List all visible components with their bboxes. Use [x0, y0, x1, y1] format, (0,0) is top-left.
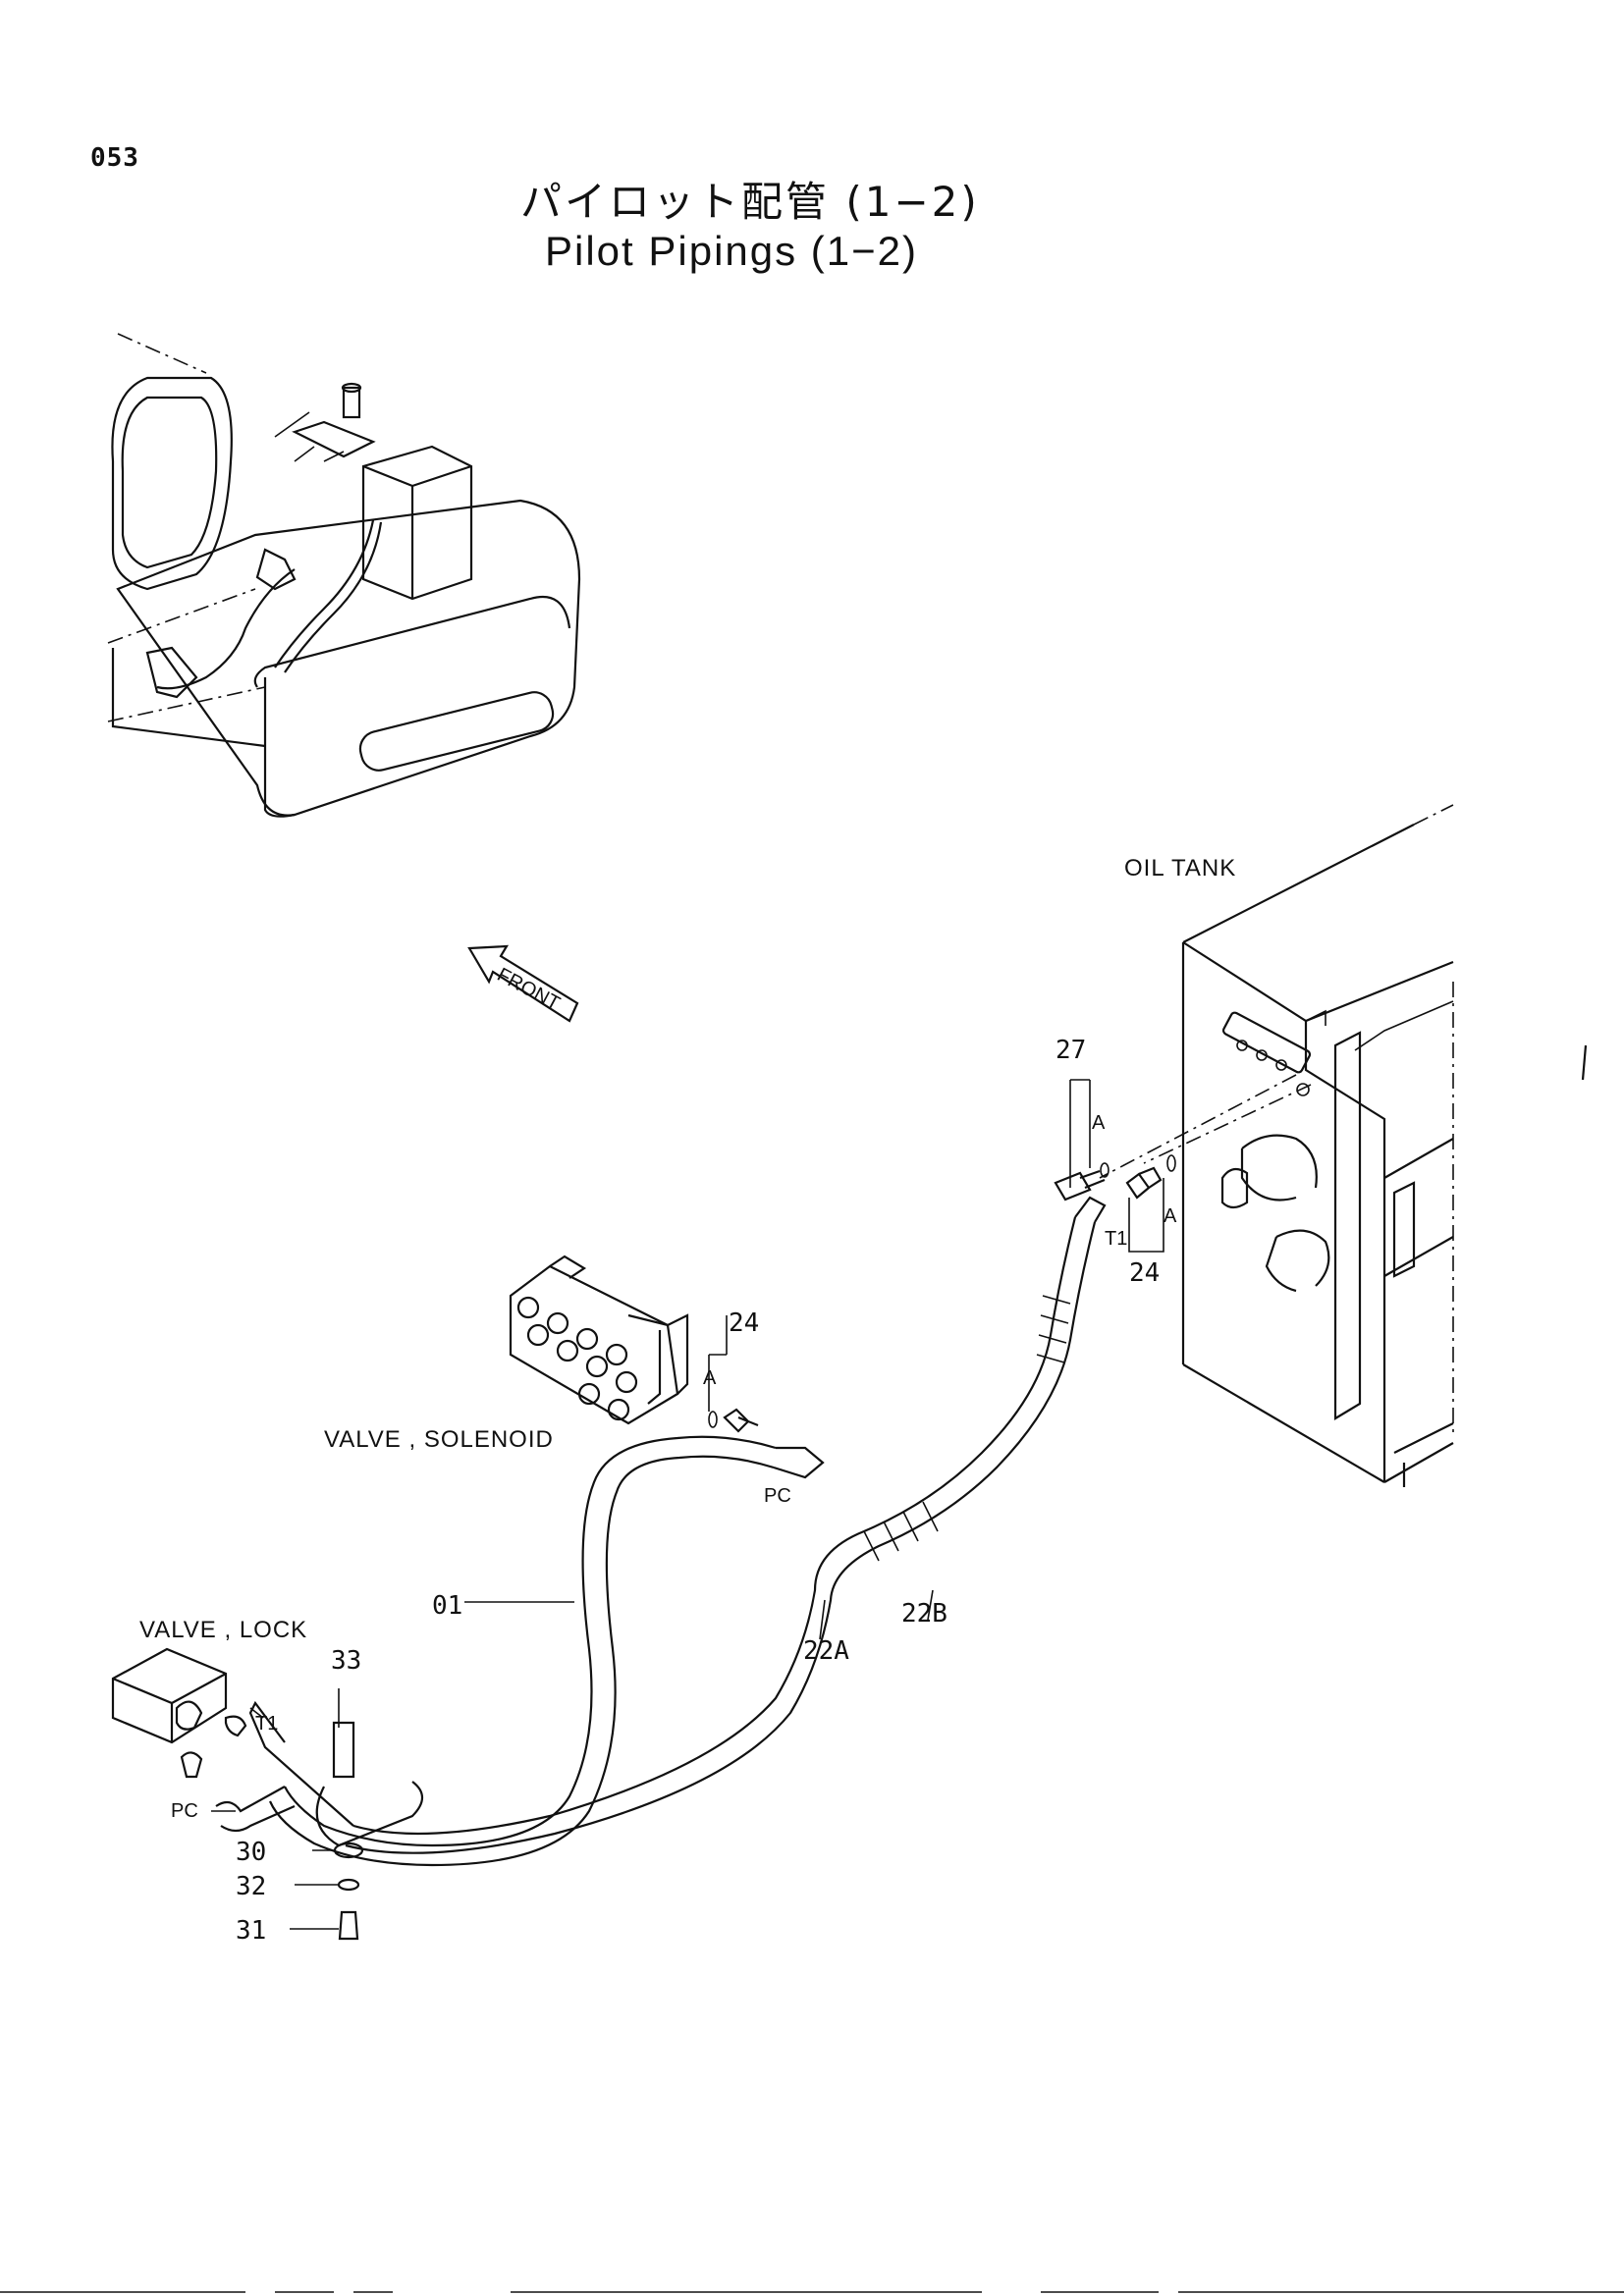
- solenoid-valve-illustration: [509, 1255, 759, 1433]
- callout-30: 30: [236, 1838, 266, 1867]
- front-label: FRONT: [494, 964, 564, 1015]
- callout-32: 32: [236, 1872, 266, 1901]
- callout-01: 01: [432, 1591, 462, 1621]
- callout-31: 31: [236, 1916, 266, 1946]
- page-title-english: Pilot Pipings (1−2): [545, 228, 919, 274]
- a-tank-left-label: A: [1092, 1112, 1106, 1134]
- callout-27: 27: [1056, 1036, 1086, 1065]
- machine-overview-illustration: [107, 333, 581, 818]
- callout-24-solenoid: 24: [729, 1308, 759, 1338]
- a-tank-right-label: A: [1164, 1205, 1177, 1227]
- valve-lock-label: VALVE , LOCK: [139, 1617, 307, 1643]
- page-title-japanese: パイロット配管 (1−2): [520, 178, 980, 226]
- t1-lock-label: T1: [255, 1713, 278, 1735]
- pc-lock-label: PC: [171, 1800, 198, 1822]
- callout-33: 33: [331, 1646, 361, 1676]
- front-direction-arrow: FRONT: [467, 944, 579, 1023]
- a-solenoid-label: A: [703, 1367, 717, 1389]
- pc-solenoid-label: PC: [764, 1485, 791, 1507]
- callout-22a: 22A: [803, 1636, 849, 1666]
- tank-fittings: [1054, 1074, 1312, 1253]
- page-number: 053: [90, 143, 139, 173]
- leader-lines: [211, 1589, 934, 1812]
- pilot-hoses: [111, 1196, 1107, 1941]
- oil-tank-illustration: [1181, 804, 1588, 1487]
- t1-tank-label: T1: [1105, 1228, 1127, 1250]
- callout-24-tank: 24: [1129, 1258, 1160, 1288]
- valve-solenoid-label: VALVE , SOLENOID: [324, 1426, 554, 1453]
- callout-22b: 22B: [901, 1599, 947, 1629]
- oil-tank-label: OIL TANK: [1124, 855, 1236, 881]
